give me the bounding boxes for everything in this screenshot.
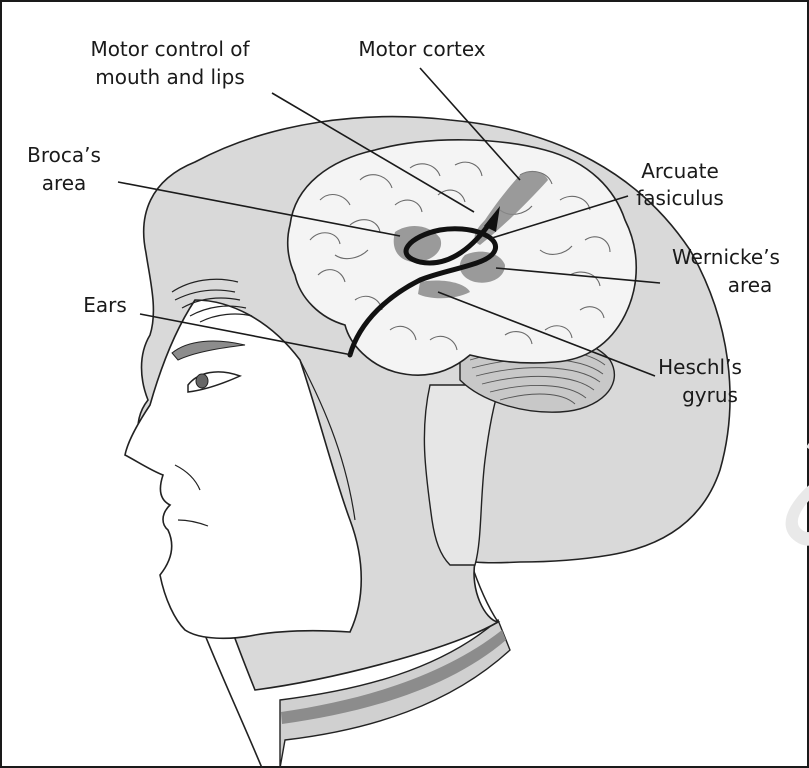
- label-ears: Ears: [83, 293, 127, 317]
- label-heschl-line1: Heschl’s: [658, 355, 742, 379]
- label-arcuate-line1: Arcuate: [641, 159, 719, 183]
- label-arcuate-line2: fasiculus: [636, 186, 724, 210]
- label-wernicke-line2: area: [728, 273, 773, 297]
- label-broca-line2: area: [42, 171, 87, 195]
- label-broca-line1: Broca’s: [27, 143, 101, 167]
- label-motor-control-line1: Motor control of: [90, 37, 250, 61]
- label-motor-cortex: Motor cortex: [358, 37, 485, 61]
- label-motor-control-line2: mouth and lips: [95, 65, 244, 89]
- label-heschl-line2: gyrus: [682, 383, 738, 407]
- label-wernicke-line1: Wernicke’s: [672, 245, 780, 269]
